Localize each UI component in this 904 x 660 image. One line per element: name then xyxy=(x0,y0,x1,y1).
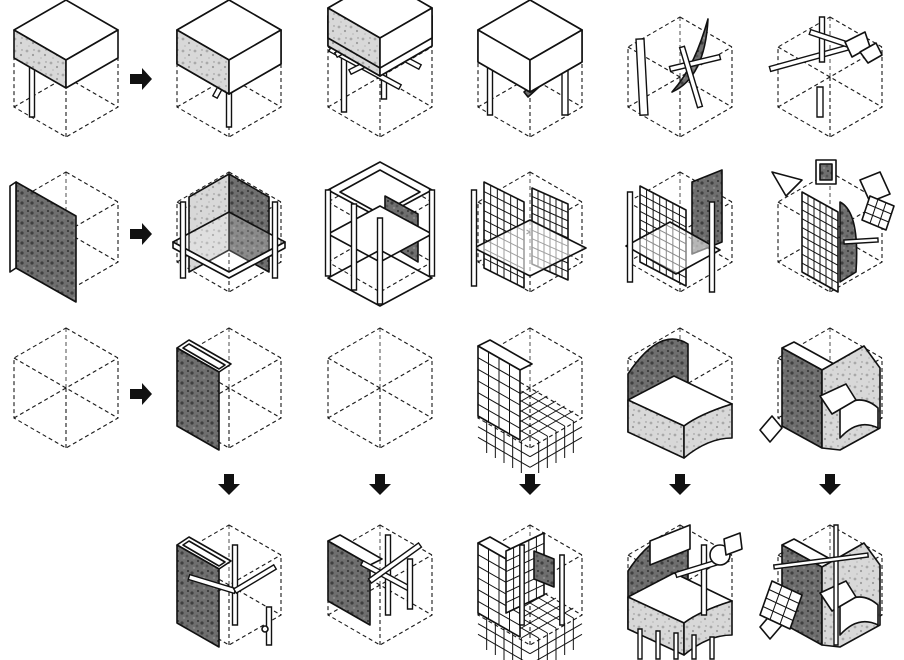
fragment-block xyxy=(724,533,742,555)
rod xyxy=(656,631,660,659)
cell-single-panel xyxy=(10,172,118,302)
arrow-right-icon xyxy=(130,68,152,90)
cell-curved-l-volume xyxy=(628,328,732,458)
rod xyxy=(636,39,648,115)
cell-combined-curved-volume xyxy=(628,525,742,659)
rod xyxy=(326,190,331,276)
rod xyxy=(834,525,838,645)
arrow-down-icon xyxy=(819,474,841,495)
rod xyxy=(674,633,678,659)
panel-edge xyxy=(10,182,16,272)
rod xyxy=(273,202,278,278)
rod xyxy=(628,192,633,282)
arrow-right-icon xyxy=(130,223,152,245)
cell-fragmented-rods xyxy=(769,17,882,137)
cell-intersecting-panels xyxy=(173,172,285,292)
rod xyxy=(378,218,383,304)
bolt-icon xyxy=(262,626,268,632)
rod xyxy=(520,545,524,625)
rod xyxy=(369,543,422,583)
rod xyxy=(352,204,357,290)
arrow-down-icon xyxy=(519,474,541,495)
rod xyxy=(817,87,823,117)
rod xyxy=(560,555,564,625)
rod xyxy=(430,190,435,276)
cell-fragmented-panels xyxy=(772,160,894,292)
rod xyxy=(472,190,477,286)
rod xyxy=(710,637,714,659)
fragment-block xyxy=(760,416,782,442)
arrow-down-icon xyxy=(669,474,691,495)
rod xyxy=(181,202,186,278)
rod xyxy=(233,545,238,625)
rod xyxy=(702,545,707,615)
arrow-down-icon xyxy=(369,474,391,495)
rod xyxy=(692,635,696,659)
rod xyxy=(408,559,413,609)
cell-gridded-panels-with-frame xyxy=(626,170,732,292)
arrow-down-icon xyxy=(218,474,240,495)
cell-fragmented-l-volume xyxy=(760,328,882,450)
stone-panel xyxy=(16,182,76,302)
arrow-right-icon xyxy=(130,383,152,405)
cell-gridded-panels xyxy=(472,172,587,292)
rod xyxy=(710,202,715,292)
cell-panel-frame-cage xyxy=(326,162,435,306)
rod xyxy=(638,629,642,659)
cell-twisted-rod-and-column xyxy=(628,17,732,137)
frame-fragment xyxy=(820,164,832,180)
cell-combined-fragmented-volume xyxy=(760,525,882,647)
triangle-fragment xyxy=(772,172,802,196)
